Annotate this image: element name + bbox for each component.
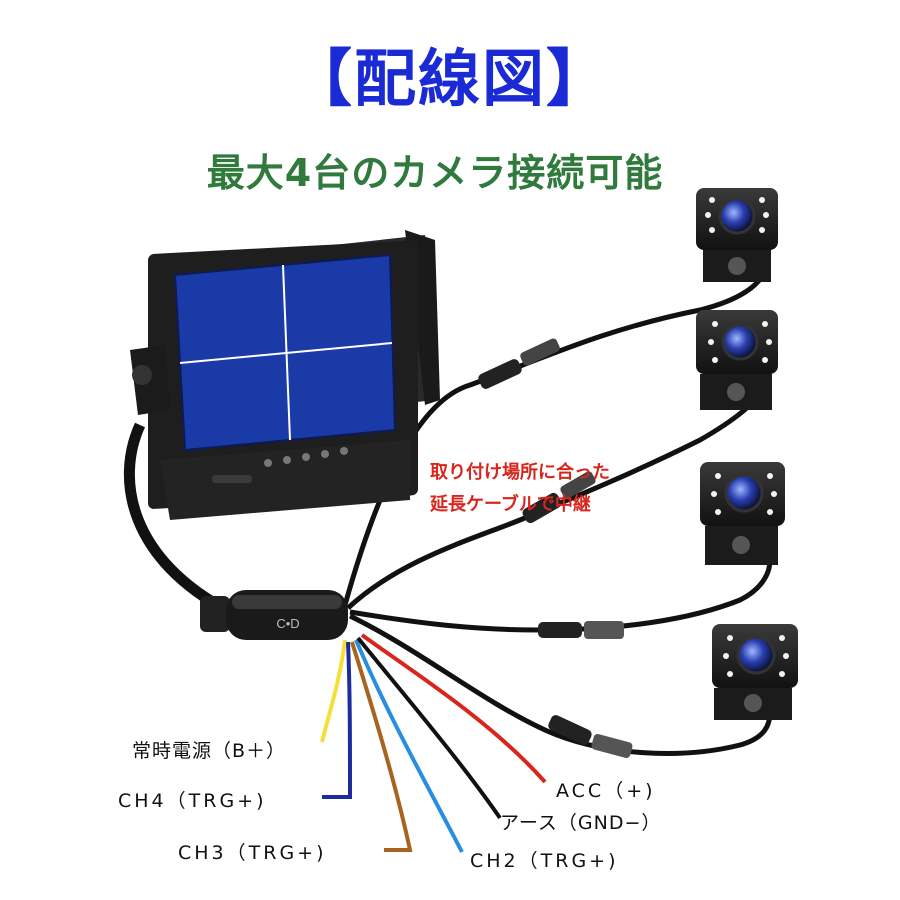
hub-label: C•D [276,616,299,631]
camera-icon [696,188,778,282]
page-title: 【配線図】 [289,42,610,115]
connector-icon [538,621,624,639]
page-subtitle: 最大4台のカメラ接続可能 [206,151,664,195]
wire-brown [350,641,413,852]
connector-icon [548,715,633,759]
wire-red [360,633,547,784]
camera-icon [700,462,785,565]
wire-blue [354,639,464,853]
camera-icon [696,310,778,410]
camera-cable-2 [346,384,768,610]
camera-cable-3 [349,559,773,633]
wire-yellow [320,639,347,743]
monitor-icon [130,230,440,520]
camera-cable-4 [348,613,773,756]
connector-icon [478,338,560,389]
connector-icon [522,471,596,524]
note-line-2: 延長ケーブルで中継 [430,494,591,515]
note-line-1: 取り付け場所に合った [430,462,610,483]
wire-label-acc: ACC（+) [556,780,656,802]
wire-label-ch4: CH4（TRG+) [118,790,267,812]
wire-label-b-plus: 常時電源（B＋） [132,740,287,762]
wire-black [356,636,502,820]
wire-label-gnd: アース（GND−） [500,812,662,834]
wire-label-ch3: CH3（TRG+) [178,842,327,864]
wire-label-ch2: CH2（TRG+) [470,850,619,872]
camera-icon [712,624,798,720]
monitor-cable [123,422,233,617]
wire-navy [322,641,353,799]
hub-icon [200,590,348,640]
